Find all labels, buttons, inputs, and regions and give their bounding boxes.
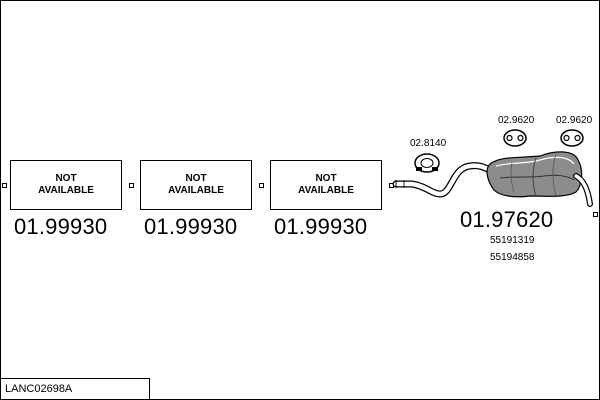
gasket-clamp-icon[interactable]	[414, 151, 440, 173]
part-number-1[interactable]: 01.99930	[14, 214, 108, 239]
joint-marker	[593, 212, 598, 217]
rubber-mount-icon[interactable]	[560, 128, 584, 148]
part-number-3[interactable]: 01.99930	[274, 214, 368, 239]
diagram-code-box: LANC02698A	[0, 378, 150, 400]
diagram-code: LANC02698A	[5, 383, 73, 395]
not-available-box-1: NOT AVAILABLE	[10, 160, 122, 210]
joint-marker	[259, 183, 264, 188]
silencer-body[interactable]	[486, 151, 583, 198]
not-available-label: NOT AVAILABLE	[298, 173, 354, 196]
rubber-mount-icon[interactable]	[503, 128, 527, 148]
part-number-2[interactable]: 01.99930	[144, 214, 238, 239]
oem-number-2: 55194858	[490, 252, 535, 263]
joint-marker	[129, 183, 134, 188]
accessory-part-number-clamp[interactable]: 02.8140	[410, 138, 447, 149]
joint-marker	[2, 183, 7, 188]
not-available-label: NOT AVAILABLE	[168, 173, 224, 196]
outlet-pipe[interactable]	[573, 173, 593, 207]
part-number-rear-silencer[interactable]: 01.97620	[460, 207, 554, 232]
accessory-part-number-mount-1[interactable]: 02.9620	[498, 115, 535, 126]
not-available-box-2: NOT AVAILABLE	[140, 160, 252, 210]
accessory-part-number-mount-2[interactable]: 02.9620	[556, 115, 593, 126]
not-available-box-3: NOT AVAILABLE	[270, 160, 382, 210]
oem-number-1: 55191319	[490, 235, 535, 246]
tailpipe[interactable]	[392, 162, 498, 198]
not-available-label: NOT AVAILABLE	[38, 173, 94, 196]
